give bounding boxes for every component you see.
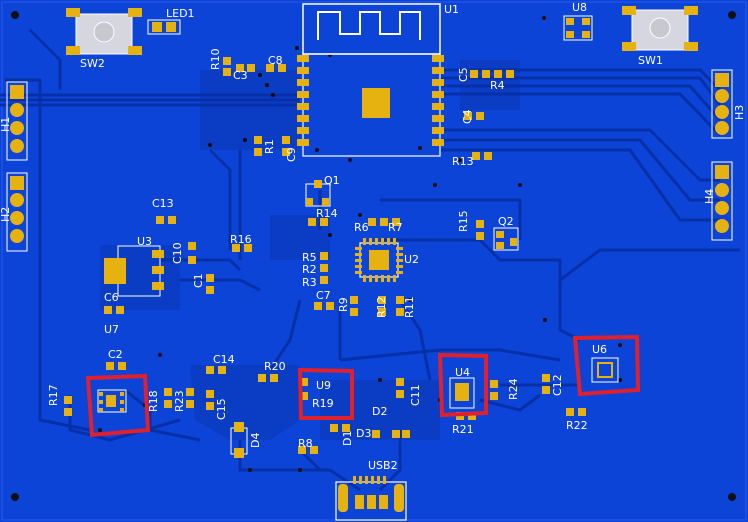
header-h2 <box>6 172 28 252</box>
label-u2: U2 <box>404 253 420 266</box>
highlight-u4 <box>437 352 488 418</box>
label-c8: C8 <box>268 54 283 67</box>
label-c13: C13 <box>152 197 174 210</box>
label-h2: H2 <box>0 206 12 222</box>
label-d3: D3 <box>356 427 372 440</box>
label-c6: C6 <box>104 291 119 304</box>
label-r18: R18 <box>147 390 160 412</box>
label-r11: R11 <box>403 296 416 318</box>
label-c11: C11 <box>409 384 422 406</box>
label-c9: C9 <box>285 147 298 162</box>
label-r14: R14 <box>316 207 338 220</box>
label-c5: C5 <box>457 67 470 82</box>
label-c7: C7 <box>316 289 331 302</box>
u2-chip <box>355 238 403 282</box>
label-r22: R22 <box>566 419 588 432</box>
header-h1 <box>6 81 28 161</box>
highlight-boxes <box>85 334 641 438</box>
label-u9: U9 <box>316 379 332 392</box>
label-r3: R3 <box>302 276 317 289</box>
vias <box>98 16 622 472</box>
label-r10: R10 <box>209 48 222 70</box>
label-u4: U4 <box>455 366 471 379</box>
label-d2: D2 <box>372 405 388 418</box>
label-r15: R15 <box>457 210 470 232</box>
label-q1: Q1 <box>324 174 340 187</box>
label-h1: H1 <box>0 116 12 132</box>
q1-transistor <box>305 180 331 207</box>
label-u6: U6 <box>592 343 608 356</box>
label-h3: H3 <box>733 104 746 120</box>
label-c14: C14 <box>213 353 235 366</box>
header-h3 <box>711 69 733 139</box>
mounting-holes <box>11 11 736 501</box>
label-u3: U3 <box>137 235 153 248</box>
sw2-switch <box>66 8 142 55</box>
usb2-connector <box>335 476 407 521</box>
u8-chip <box>563 15 593 41</box>
label-r5: R5 <box>302 251 317 264</box>
d4-diode <box>230 422 248 458</box>
highlight-u6 <box>572 334 641 397</box>
label-c2: C2 <box>108 348 123 361</box>
label-c4: C4 <box>461 109 474 124</box>
label-r16: R16 <box>230 233 252 246</box>
label-r20: R20 <box>264 360 286 373</box>
label-r21: R21 <box>452 423 474 436</box>
label-r17: R17 <box>47 384 60 406</box>
passive-pads <box>64 57 586 454</box>
label-r2: R2 <box>302 263 317 276</box>
label-c3: C3 <box>233 69 248 82</box>
label-u8: U8 <box>572 1 588 14</box>
label-sw1: SW1 <box>638 54 663 67</box>
label-r12: R12 <box>375 296 388 318</box>
label-u1: U1 <box>444 3 460 16</box>
highlight-u9 <box>297 367 354 420</box>
header-h4 <box>711 161 733 241</box>
led1 <box>147 19 181 35</box>
u6-chip <box>591 357 619 383</box>
highlight-u7 <box>85 373 151 438</box>
label-r13: R13 <box>452 155 474 168</box>
u4-chip <box>449 377 475 409</box>
label-led1: LED1 <box>166 7 195 20</box>
label-r19: R19 <box>312 397 334 410</box>
label-c15: C15 <box>215 398 228 420</box>
label-u7: U7 <box>104 323 120 336</box>
label-sw2: SW2 <box>80 57 105 70</box>
label-r1: R1 <box>263 139 276 154</box>
label-r8: R8 <box>298 437 313 450</box>
label-d4: D4 <box>249 432 262 448</box>
u3-regulator <box>104 245 164 297</box>
label-usb2: USB2 <box>368 459 398 472</box>
label-r4: R4 <box>490 79 505 92</box>
label-h4: H4 <box>703 188 716 204</box>
label-r7: R7 <box>388 221 403 234</box>
label-r9: R9 <box>337 297 350 312</box>
label-r24: R24 <box>507 378 520 400</box>
label-q2: Q2 <box>498 215 514 228</box>
traces <box>0 28 740 492</box>
label-c12: C12 <box>551 374 564 396</box>
label-d1: D1 <box>341 430 354 446</box>
sw1-switch <box>622 6 698 51</box>
label-r23: R23 <box>173 390 186 412</box>
label-c1: C1 <box>192 273 205 288</box>
q2-transistor <box>493 227 519 251</box>
label-c10: C10 <box>171 242 184 264</box>
u7-chip <box>97 389 127 413</box>
u1-module <box>297 3 444 157</box>
label-r6: R6 <box>354 221 369 234</box>
